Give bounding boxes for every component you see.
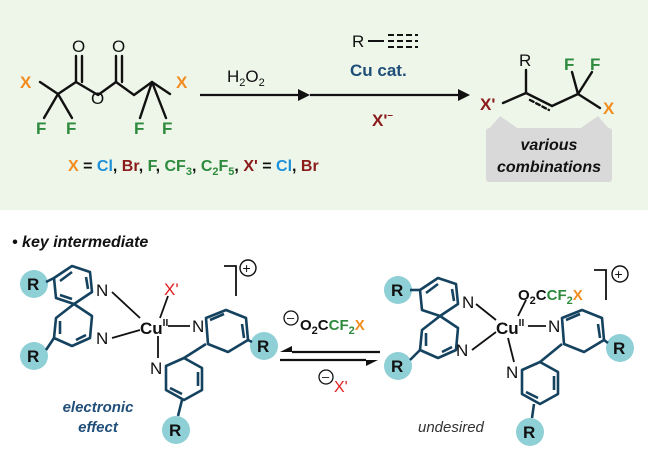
label-effect: effect — [78, 419, 119, 436]
product-f1: F — [564, 55, 574, 74]
substituent-legend: X = Cl, Br, F, CF3, C2F5, X' = Cl, Br — [68, 158, 319, 178]
left-x-ligand: X' — [164, 280, 179, 299]
equilibrium-arrows — [280, 346, 380, 366]
right-n1: N — [462, 293, 474, 312]
anhydride-f1: F — [36, 119, 46, 138]
svg-text:–: – — [322, 369, 330, 384]
anhydride-x-left: X — [20, 73, 32, 92]
anhydride-x-right: X — [176, 73, 188, 92]
right-complex: R R N N CuII O2CCF2X N R N — [384, 265, 634, 446]
right-charge-circle — [611, 265, 629, 283]
label-electronic: electronic — [63, 399, 135, 416]
r-ball-8 — [516, 418, 544, 446]
right-n2: N — [456, 341, 468, 360]
r-ball-2 — [20, 342, 48, 370]
right-r1: R — [391, 281, 403, 300]
svg-text:X': X' — [334, 379, 348, 396]
anhydride-f3: F — [134, 119, 144, 138]
right-n4: N — [506, 363, 518, 382]
arrowhead-step1 — [298, 89, 310, 101]
anhydride-f2: F — [66, 119, 76, 138]
svg-text:O2CCF2X: O2CCF2X — [300, 317, 365, 337]
left-n1: N — [96, 281, 108, 300]
product-x: X — [603, 99, 615, 118]
svg-text:–: – — [287, 310, 295, 325]
left-n4: N — [150, 359, 162, 378]
callout-line1: various — [521, 137, 578, 154]
r-ball-4 — [162, 416, 190, 444]
alkyne-triple-bond — [368, 34, 418, 48]
arrowhead-step2 — [458, 89, 470, 101]
r-ball-6 — [384, 352, 412, 380]
r-ball-3 — [250, 332, 278, 360]
label-undesired: undesired — [418, 419, 485, 436]
left-charge: + — [243, 260, 251, 276]
right-r2: R — [391, 357, 403, 376]
product-f2: F — [590, 55, 600, 74]
right-charge: + — [615, 266, 623, 282]
left-r1: R — [27, 275, 39, 294]
left-r3: R — [257, 337, 269, 356]
alkyne-r: R — [352, 32, 364, 51]
right-r4: R — [523, 423, 535, 442]
bridging-o: O — [91, 89, 104, 108]
left-cu: CuII — [140, 318, 168, 338]
left-r4: R — [169, 421, 181, 440]
callout-various-combinations: various combinations — [486, 116, 612, 182]
reagent-h2o2: H2O2 — [227, 67, 265, 89]
product-r: R — [519, 51, 531, 70]
product-structure: R F F X' X — [480, 51, 615, 118]
r-ball-1 — [20, 270, 48, 298]
left-n3: N — [192, 317, 204, 336]
right-n3: N — [548, 317, 560, 336]
anhydride-structure: O O O X X F F F F — [20, 37, 188, 138]
left-charge-circle — [239, 259, 257, 277]
product-xprime: X' — [480, 95, 495, 114]
eq-top-label: – O2CCF2X — [283, 310, 365, 337]
left-complex: R R N N CuII X' N R N — [20, 259, 278, 444]
right-r3: R — [613, 339, 625, 358]
right-carboxylate: O2CCF2X — [518, 287, 583, 307]
anhydride-f4: F — [162, 119, 172, 138]
halide-reagent: X'– — [372, 110, 393, 130]
r-ball-7 — [606, 334, 634, 362]
carbonyl-o-right: O — [112, 37, 125, 56]
r-ball-5 — [384, 276, 412, 304]
catalyst-label: Cu cat. — [350, 61, 407, 80]
eq-bottom-label: – X' — [318, 369, 348, 396]
left-r2: R — [27, 347, 39, 366]
section-title: • key intermediate — [12, 234, 148, 251]
carbonyl-o-left: O — [72, 37, 85, 56]
left-n2: N — [96, 329, 108, 348]
callout-line2: combinations — [497, 159, 601, 176]
right-cu: CuII — [496, 318, 524, 338]
